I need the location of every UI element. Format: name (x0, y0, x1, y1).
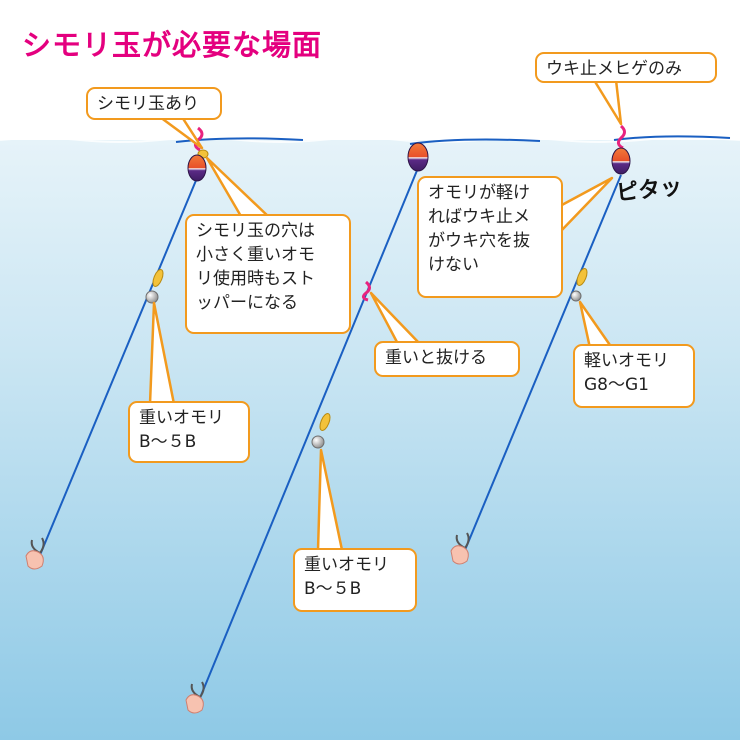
rig-2 (185, 142, 429, 714)
line-rig-1 (39, 177, 198, 556)
sinker-rig-1 (145, 290, 159, 304)
line-rig-2 (199, 167, 419, 699)
rig-3 (450, 124, 631, 565)
bait-rig-1 (25, 550, 44, 570)
float-rig-2 (407, 142, 429, 172)
bait-rig-3 (450, 545, 469, 565)
callout-shimori-ari: シモリ玉あり (86, 87, 222, 120)
float-rig-1 (187, 154, 207, 182)
bait-rig-2 (185, 694, 204, 714)
pitatsu-label: ピタッ (615, 174, 684, 207)
line-surface-2 (409, 138, 541, 145)
callout-light-sinker-note: オモリが軽け ればウキ止メ がウキ穴を抜 けない (417, 176, 563, 298)
water-surface (0, 137, 740, 143)
bead-rig-3 (576, 268, 588, 286)
callout-heavy-pulls-through: 重いと抜ける (374, 341, 520, 377)
callout-heavy-weight-1: 重いオモリ B～５B (128, 401, 250, 463)
line-rig-3 (464, 174, 622, 551)
callout-shimori-hole: シモリ玉の穴は 小さく重いオモ リ使用時もスト ッパーになる (185, 214, 351, 334)
rig-1 (25, 126, 209, 570)
stopper-rig-3 (616, 124, 626, 150)
callout-heavy-weight-2: 重いオモリ B～５B (293, 548, 417, 612)
bead-rig-1 (152, 269, 164, 287)
sinker-rig-3 (570, 290, 582, 302)
pointer-uki-dome (592, 78, 623, 126)
sinker-rig-2 (311, 435, 325, 449)
diagram-title: シモリ玉が必要な場面 (22, 28, 323, 62)
callout-light-weight: 軽いオモリ G8～G1 (573, 344, 695, 408)
callout-pointers (148, 78, 623, 552)
line-surface-3 (613, 135, 731, 141)
float-rig-3 (611, 147, 631, 175)
water (0, 140, 740, 740)
stopper-rig-2 (361, 280, 371, 302)
line-surface-1 (175, 137, 304, 143)
bead-rig-2 (319, 413, 331, 431)
callout-uki-dome: ウキ止メヒゲのみ (535, 52, 717, 83)
